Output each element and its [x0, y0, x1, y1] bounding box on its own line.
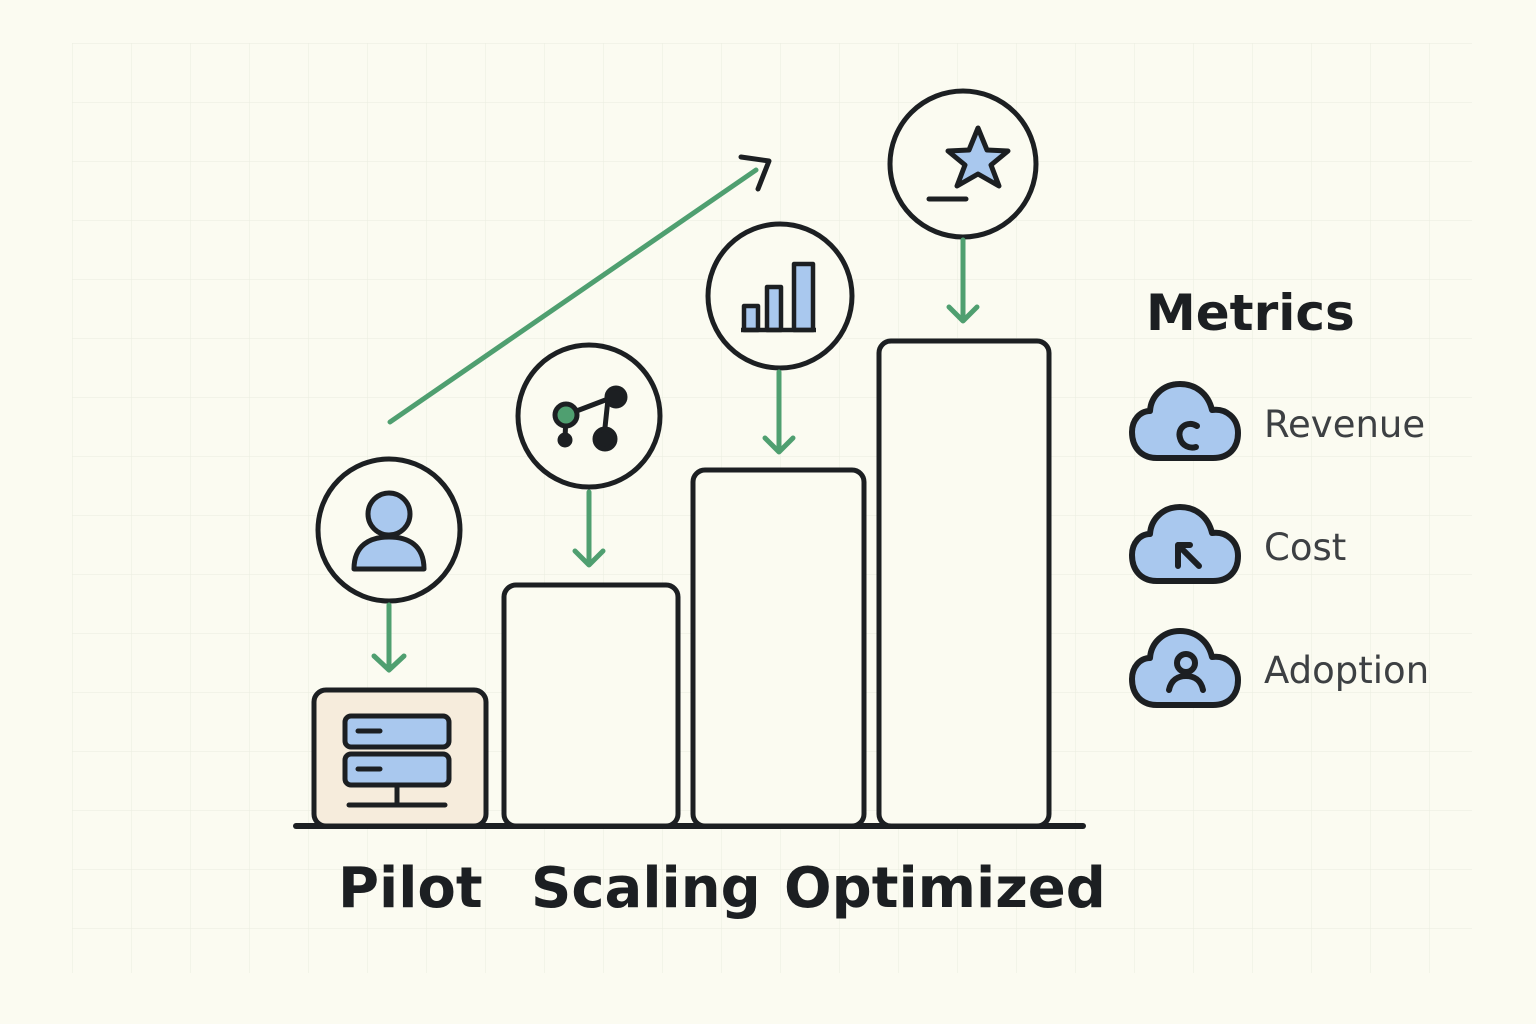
trend-arrowhead-icon	[738, 154, 772, 192]
network-nodes-icon	[552, 385, 628, 452]
server-icon	[342, 713, 452, 808]
legend-item-adoption: Adoption	[1264, 649, 1430, 692]
step-chart-badge	[705, 221, 855, 371]
bar-scaling	[501, 582, 681, 829]
cloud-user-icon	[1129, 628, 1241, 708]
step-arrow-scaling	[572, 489, 606, 568]
step-person-badge	[315, 456, 463, 604]
growth-trend-arrow	[387, 167, 759, 425]
cloud-revenue-icon	[1129, 381, 1241, 461]
step-arrow-optimized	[946, 237, 980, 324]
legend-item-cost: Cost	[1264, 526, 1347, 569]
cloud-cost-icon	[1129, 504, 1241, 584]
legend-item-revenue: Revenue	[1264, 403, 1426, 446]
bar-growth	[690, 467, 867, 829]
bar-chart-icon	[741, 261, 816, 333]
legend-title: Metrics	[1146, 284, 1355, 342]
bar-optimized	[876, 338, 1052, 829]
step-network-badge	[515, 342, 663, 490]
star-icon	[926, 125, 1011, 202]
stage-label-pilot: Pilot	[338, 856, 483, 921]
step-arrow-pilot	[371, 602, 407, 673]
step-arrow-growth	[762, 369, 796, 455]
step-star-badge	[887, 88, 1039, 240]
person-icon	[351, 490, 427, 572]
stage-label-optimized: Optimized	[784, 856, 1106, 921]
stage-label-scaling: Scaling	[531, 856, 761, 921]
